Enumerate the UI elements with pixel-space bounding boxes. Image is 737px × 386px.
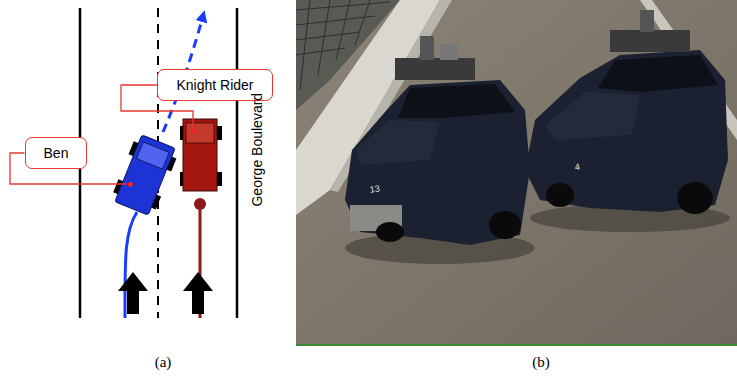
callout-box: Ben bbox=[25, 137, 88, 170]
callout-text: Knight Rider bbox=[176, 77, 253, 94]
panel-label: (b) bbox=[532, 354, 550, 371]
street-name: George Boulevard bbox=[250, 93, 265, 207]
road bbox=[80, 8, 237, 318]
panel-label: (a) bbox=[155, 354, 172, 371]
car-number: 13 bbox=[369, 184, 380, 195]
blue-car bbox=[110, 133, 180, 217]
red-car bbox=[180, 119, 222, 191]
callout-text: Ben bbox=[44, 145, 69, 162]
photo bbox=[296, 0, 737, 346]
direction-arrows bbox=[118, 272, 213, 314]
